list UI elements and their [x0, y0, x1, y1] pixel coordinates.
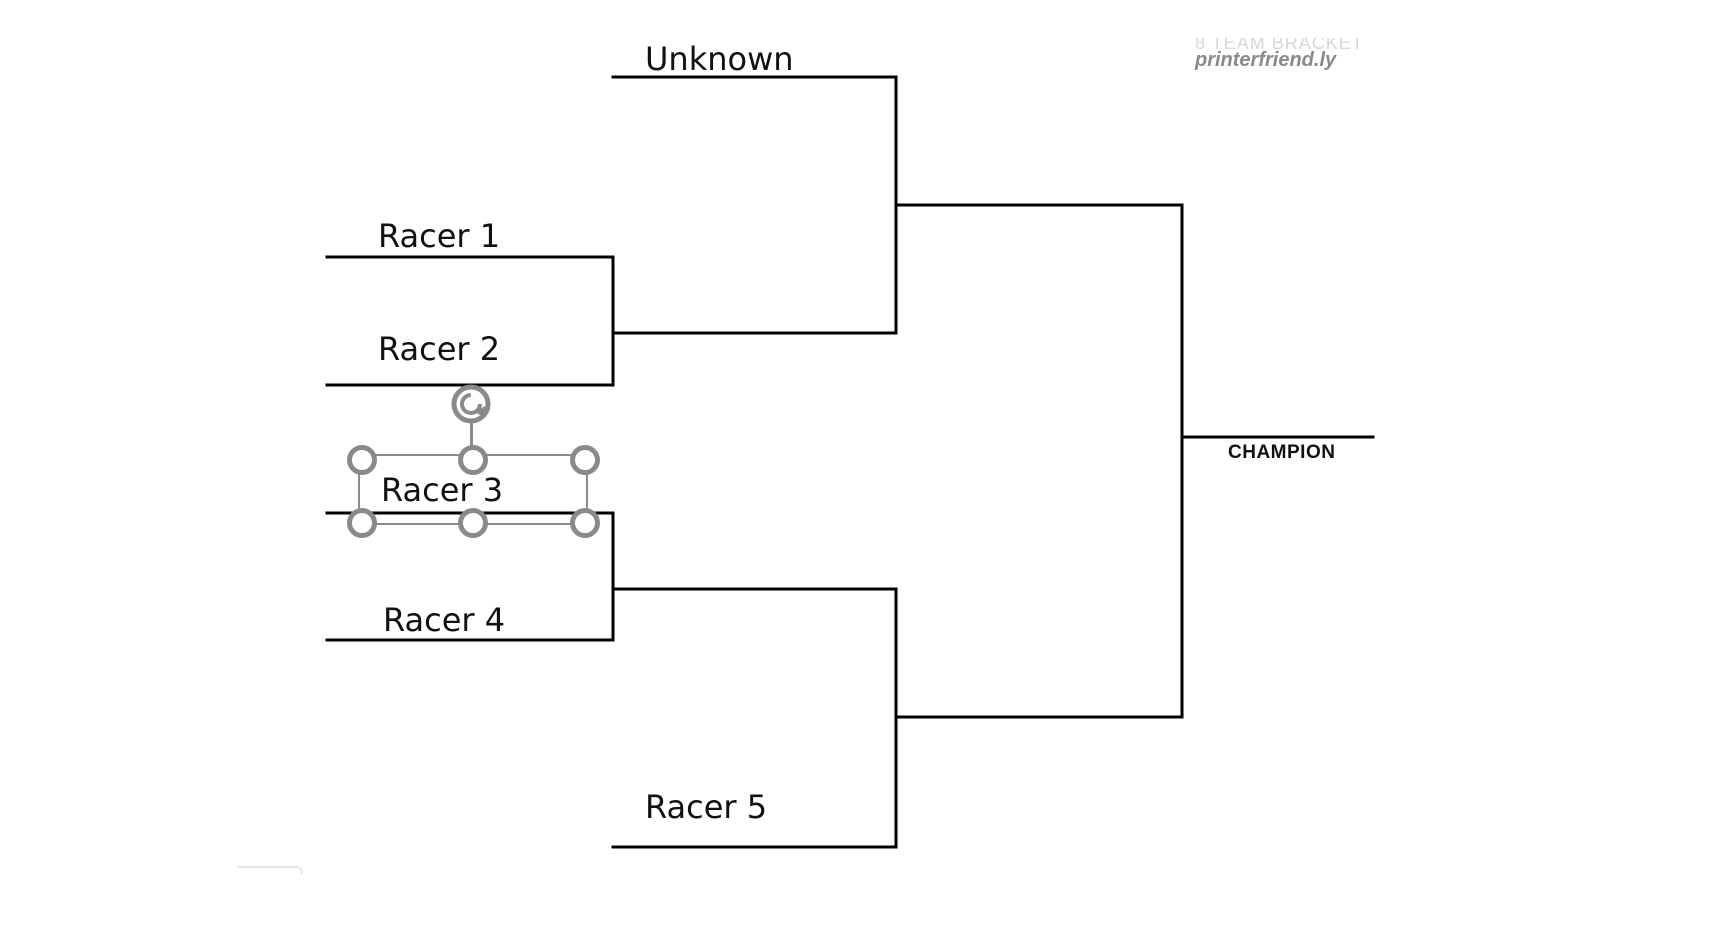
watermark: 8 TEAM BRACKET printerfriend.ly [1195, 38, 1375, 72]
champion-label: CHAMPION [1228, 442, 1336, 463]
faint-border-fragment [237, 866, 303, 874]
racer-2-label[interactable]: Racer 2 [378, 330, 501, 368]
unknown-label[interactable]: Unknown [645, 40, 794, 78]
racer-4-label[interactable]: Racer 4 [383, 601, 506, 639]
resize-handle-top-center[interactable] [458, 445, 488, 475]
racer-5-label[interactable]: Racer 5 [645, 788, 768, 826]
watermark-brand: printerfriend.ly [1195, 49, 1337, 71]
resize-handle-top-left[interactable] [347, 445, 377, 475]
rotate-handle-icon[interactable] [449, 382, 499, 426]
rotate-handle-stem [470, 414, 473, 456]
racer-1-label[interactable]: Racer 1 [378, 217, 501, 255]
resize-handle-bottom-right[interactable] [570, 508, 600, 538]
watermark-title: 8 TEAM BRACKET [1195, 38, 1364, 49]
resize-handle-bottom-left[interactable] [347, 508, 377, 538]
resize-handle-top-right[interactable] [570, 445, 600, 475]
racer-3-label[interactable]: Racer 3 [381, 471, 504, 509]
resize-handle-bottom-center[interactable] [458, 508, 488, 538]
